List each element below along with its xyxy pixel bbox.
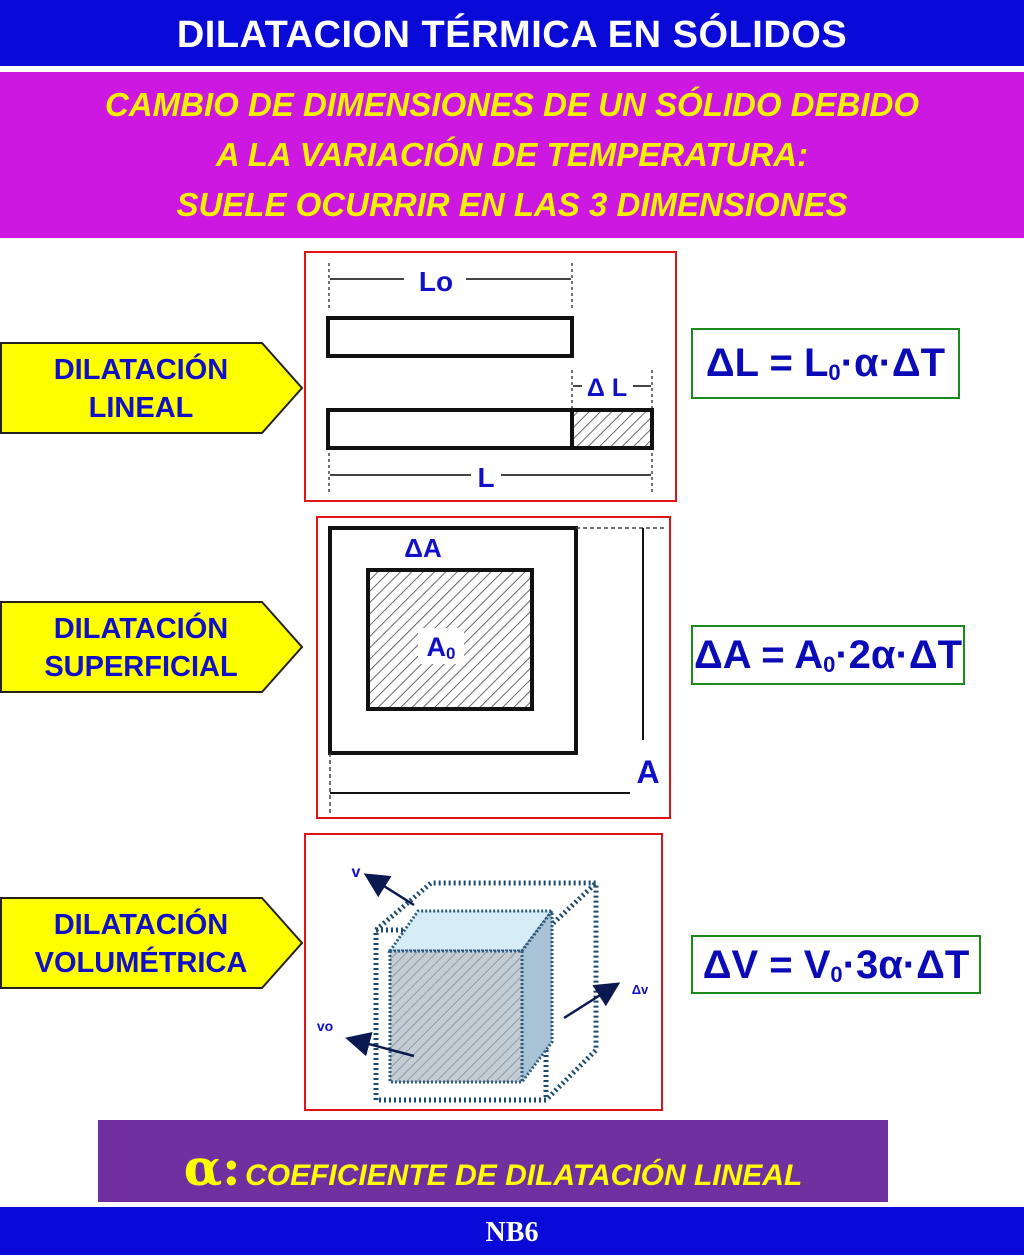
formula-superficial-sub: 0 [823,652,836,677]
surface-diagram: A0 ΔA A [316,516,671,819]
vol-vo-label: vo [317,1018,333,1034]
lineal-label-arrow: DILATACIÓN LINEAL [0,342,304,434]
formula-superficial-main: ΔA = A [693,633,824,677]
formula-lineal-main: ΔL = L [705,341,829,385]
superficial-label-line1: DILATACIÓN [53,613,229,645]
title-divider [0,66,1024,70]
formula-lineal-sub: 0 [828,360,841,385]
intro-line-2: A LA VARIACIÓN DE TEMPERATURA: [215,136,809,173]
linear-diagram: Lo Δ L L [304,251,677,502]
vol-v-label: v [352,864,361,881]
superficial-label-line2: SUPERFICIAL [44,651,238,683]
formula-volumetrica-rest: ·3α·ΔT [842,943,970,987]
volumetrica-label-line2: VOLUMÉTRICA [34,947,248,979]
page-title: DILATACION TÉRMICA EN SÓLIDOS [0,0,1024,66]
area-a-label: A [636,754,659,790]
arrow-shape-icon [0,601,304,693]
intro-line-3: SUELE OCURRIR EN LAS 3 DIMENSIONES [176,186,848,223]
superficial-label-arrow: DILATACIÓN SUPERFICIAL [0,601,304,693]
volume-diagram: v vo Δv [304,833,663,1111]
svg-text:A0: A0 [427,632,456,663]
formula-superficial: ΔA = A0·2α·ΔT [691,625,965,685]
arrow-shape-icon [0,897,304,989]
alpha-definition-text: COEFICIENTE DE DILATACIÓN LINEAL [245,1159,803,1192]
lineal-label-line1: DILATACIÓN [53,354,229,386]
dim-delta-l-label: Δ L [587,374,627,402]
dim-lo-label: Lo [419,266,453,297]
alpha-symbol: α: [183,1138,241,1197]
formula-superficial-rest: ·2α·ΔT [835,633,963,677]
arrow-shape-icon [0,342,304,434]
volumetrica-label-line1: DILATACIÓN [53,909,229,941]
lineal-label-line2: LINEAL [88,392,194,424]
intro-box: CAMBIO DE DIMENSIONES DE UN SÓLIDO DEBID… [0,72,1024,238]
alpha-definition-box: α: COEFICIENTE DE DILATACIÓN LINEAL [98,1120,888,1202]
formula-lineal: ΔL = L0·α·ΔT [691,328,960,399]
area-a0-label: A [427,632,447,662]
formula-volumetrica: ΔV = V0·3α·ΔT [691,935,981,994]
area-a0-sub: 0 [446,644,455,663]
formula-volumetrica-main: ΔV = V [702,943,831,987]
intro-line-1: CAMBIO DE DIMENSIONES DE UN SÓLIDO DEBID… [104,86,920,123]
dim-l-label: L [477,462,494,493]
formula-volumetrica-sub: 0 [830,962,843,987]
area-delta-label: ΔA [404,533,442,563]
page-label: NB6 [0,1207,1024,1255]
formula-lineal-rest: ·α·ΔT [840,341,946,385]
volumetrica-label-arrow: DILATACIÓN VOLUMÉTRICA [0,897,304,989]
vol-dv-label: Δv [632,982,649,997]
